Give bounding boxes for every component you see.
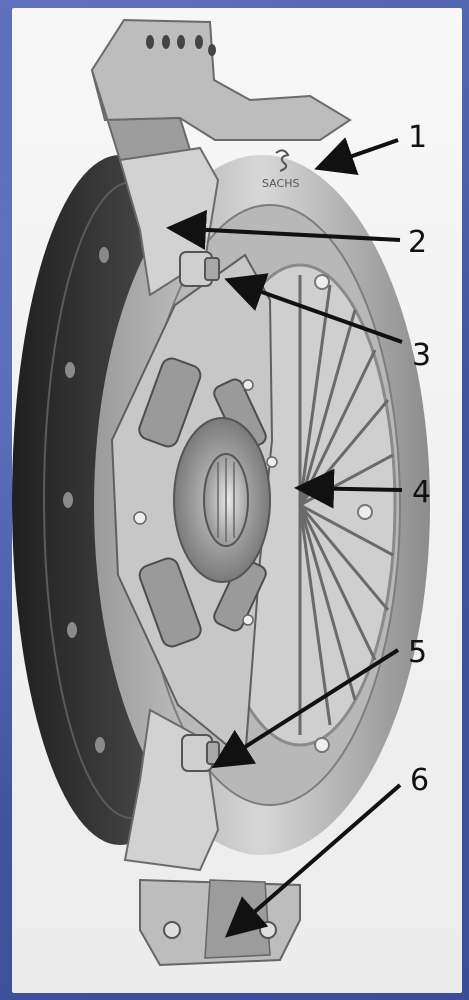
pivot-bolt-upper: [180, 252, 219, 286]
svg-text:SACHS: SACHS: [262, 177, 299, 190]
callout-label-2: 2: [408, 225, 427, 260]
callout-label-5: 5: [408, 635, 427, 670]
callout-label-1: 1: [408, 120, 427, 155]
callout-label-4: 4: [412, 475, 431, 510]
callout-arrow-1: [318, 140, 398, 168]
top-mounting-bracket: [92, 20, 350, 160]
callout-label-3: 3: [412, 338, 431, 373]
callout-arrow-4: [298, 488, 402, 490]
callout-label-6: 6: [410, 763, 429, 798]
